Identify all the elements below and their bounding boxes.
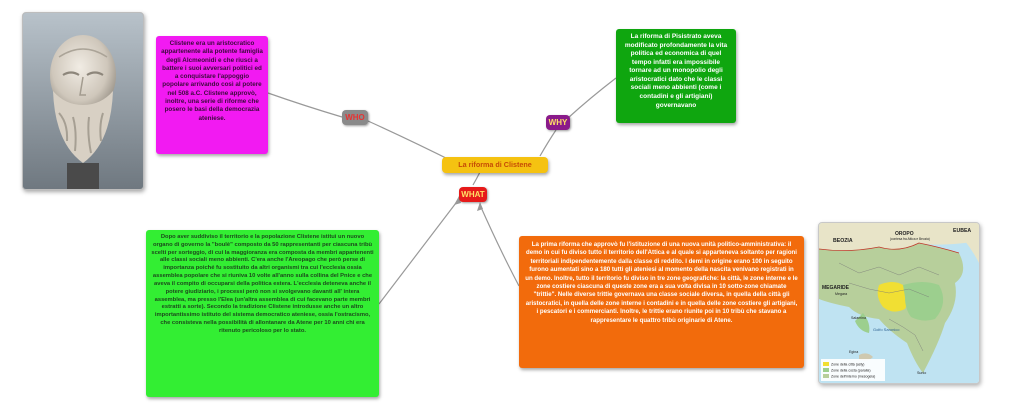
map-legend-city: Zone della città (asty) [831,363,864,367]
map-label-megara: Megara [835,292,847,296]
map-illustration: BEOZIA OROPO (contesa fra Attica e Beozi… [819,223,979,383]
who-tag-label: WHO [345,113,365,122]
arrowhead-right [477,202,483,211]
map-label-beozia: BEOZIA [833,238,853,244]
what-left-description-box: Dopo aver suddiviso il territorio e la p… [146,230,379,397]
map-label-megaride: MEGARIDE [822,285,850,291]
map-label-eubea: EUBEA [953,228,971,234]
center-topic-node[interactable]: La riforma di Clistene [442,157,548,173]
map-legend-inland: Zone dell'interno (mesogeia) [831,375,875,379]
center-topic-label: La riforma di Clistene [458,160,532,169]
who-tag[interactable]: WHO [342,110,368,125]
who-description-text: Clistene era un aristocratico appartenen… [161,40,263,122]
attica-map-image: BEOZIA OROPO (contesa fra Attica e Beozi… [818,222,980,384]
why-tag-label: WHY [548,118,568,127]
who-description-box: Clistene era un aristocratico appartenen… [156,36,268,154]
why-description-box: La riforma di Pisistrato aveva modificat… [616,29,736,123]
map-label-salamina: Salamina [851,316,866,320]
map-label-sunio: Sunio [917,371,926,375]
what-right-description-box: La prima riforma che approvò fu l'istitu… [519,236,804,368]
map-label-golfo: Golfo Saronico [873,327,900,332]
link-who-text [267,92,343,118]
link-what-right [479,204,520,287]
link-why-center [539,129,557,157]
why-tag[interactable]: WHY [546,115,570,130]
link-why-text [567,77,617,119]
portrait-image [22,12,144,190]
map-label-oropo-sub: (contesa fra Attica e Beozia) [890,237,930,241]
what-left-description-text: Dopo aver suddiviso il territorio e la p… [151,234,374,334]
map-label-egina: Egina [849,350,858,354]
what-tag[interactable]: WHAT [459,187,487,202]
statue-bust-icon [23,13,143,189]
map-legend-coast: Zone della costa (paralia) [831,369,871,373]
what-tag-label: WHAT [461,190,485,199]
what-right-description-text: La prima riforma che approvò fu l'istitu… [525,241,798,324]
link-what-left [378,198,460,305]
why-description-text: La riforma di Pisistrato aveva modificat… [624,33,728,109]
link-what-center [472,171,481,186]
map-label-oropo: OROPO [895,231,914,237]
